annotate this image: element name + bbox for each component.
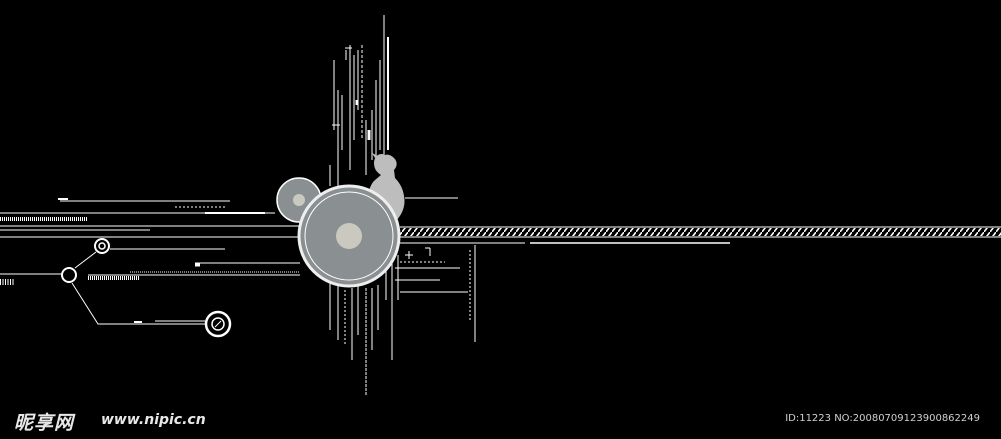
vertical-line-group: [329, 15, 476, 395]
watermark-id: ID:11223 NO:20080709123900862249: [785, 413, 980, 424]
horizontal-line-group-left: [0, 198, 300, 285]
watermark-logo: 昵享网: [14, 412, 75, 434]
watermark-url: www.nipic.cn: [101, 412, 206, 428]
hatched-stripe: [400, 228, 1001, 236]
circuit-traces: [0, 238, 232, 338]
horizontal-line-group-right: [395, 197, 1001, 293]
large-disc: [297, 184, 401, 288]
